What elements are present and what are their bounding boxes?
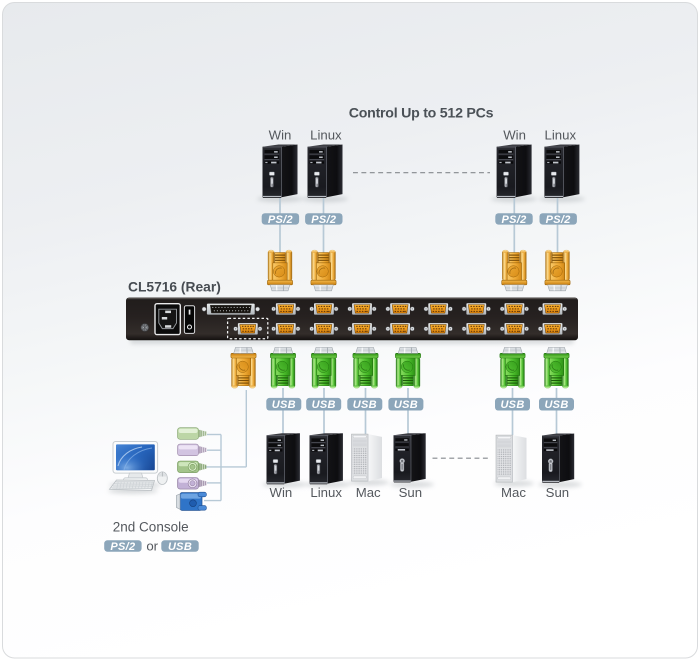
svg-text:Win: Win [503,128,526,143]
svg-text:USB: USB [544,399,568,411]
svg-text:Win: Win [269,128,292,143]
svg-text:Mac: Mac [501,485,526,500]
svg-text:CL5716 (Rear): CL5716 (Rear) [128,280,221,295]
svg-text:PS/2: PS/2 [268,214,293,226]
svg-text:PS/2: PS/2 [501,214,526,226]
svg-text:USB: USB [312,399,336,411]
svg-text:USB: USB [168,541,192,553]
svg-text:Linux: Linux [545,128,577,143]
svg-text:USB: USB [272,399,296,411]
svg-text:Win: Win [270,485,293,500]
svg-text:PS/2: PS/2 [546,214,571,226]
svg-text:Linux: Linux [310,128,342,143]
svg-text:PS/2: PS/2 [110,541,135,553]
svg-text:Sun: Sun [399,485,422,500]
svg-text:PS/2: PS/2 [311,214,336,226]
svg-text:USB: USB [500,399,524,411]
svg-text:Control Up to 512 PCs: Control Up to 512 PCs [349,105,494,121]
svg-text:USB: USB [353,399,377,411]
svg-text:2nd Console: 2nd Console [113,520,189,535]
svg-text:Linux: Linux [310,485,342,500]
svg-text:USB: USB [394,399,418,411]
svg-text:Mac: Mac [356,485,381,500]
svg-text:or: or [146,539,158,554]
svg-text:Sun: Sun [546,485,569,500]
